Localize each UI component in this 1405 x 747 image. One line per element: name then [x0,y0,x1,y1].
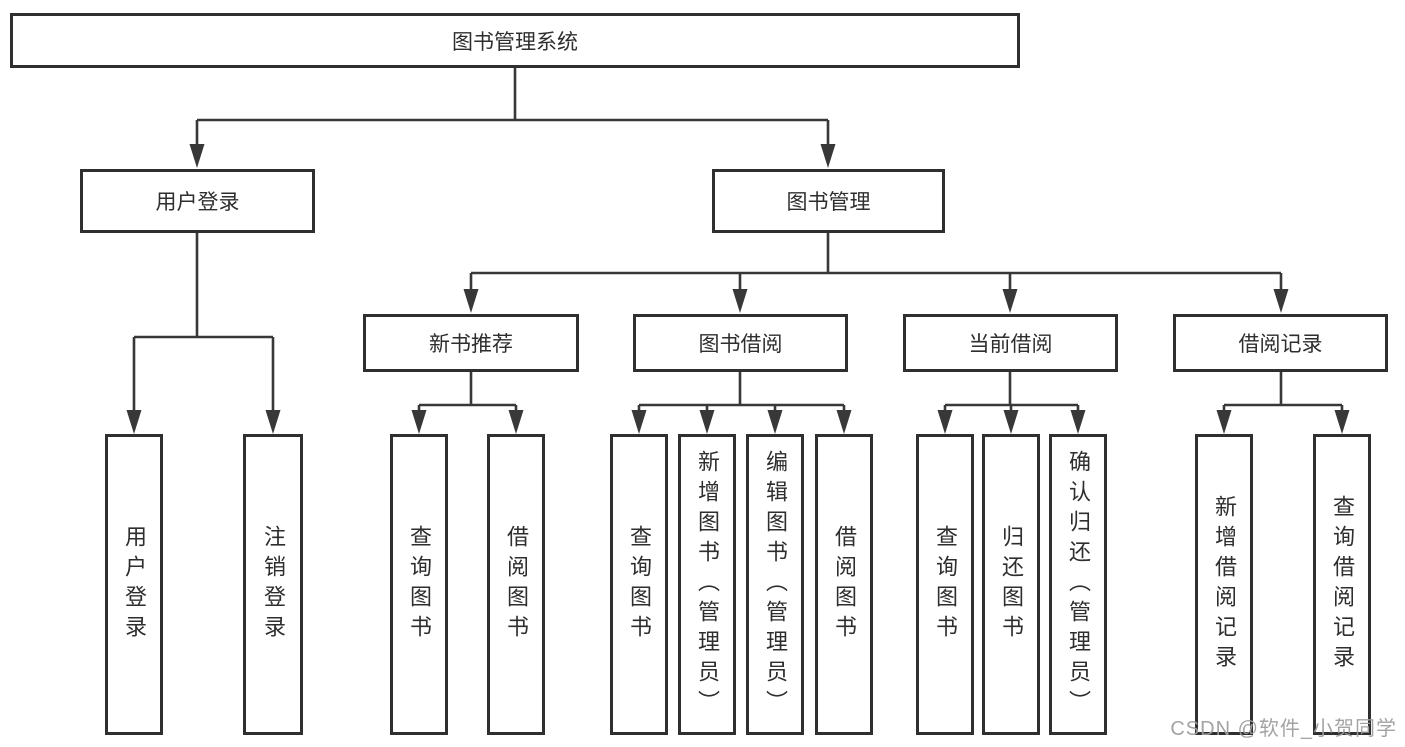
leaf-borrow-books-recommend: 借阅图书 [487,434,545,735]
leaf-logout: 注销登录 [243,434,303,735]
leaf-user-login: 用户登录 [105,434,163,735]
leaf-add-book-admin-label: 新增图书（管理员） [695,449,720,720]
leaf-add-book-admin: 新增图书（管理员） [678,434,736,735]
leaf-query-books-borrowing-label: 查询图书 [627,524,652,645]
leaf-return-book: 归还图书 [982,434,1040,735]
leaf-query-borrow-record-label: 查询借阅记录 [1330,494,1355,675]
leaf-logout-label: 注销登录 [261,524,286,645]
leaf-confirm-return-admin-label: 确认归还（管理员） [1066,449,1091,720]
leaf-borrow-books-borrowing: 借阅图书 [815,434,873,735]
leaf-query-books-current: 查询图书 [916,434,974,735]
arrowheads [126,144,1350,434]
node-root-system: 图书管理系统 [10,13,1020,68]
leaf-add-borrow-record: 新增借阅记录 [1195,434,1253,735]
leaf-return-book-label: 归还图书 [999,524,1024,645]
node-book-management: 图书管理 [712,169,945,233]
node-borrowing-records: 借阅记录 [1173,314,1388,372]
leaf-edit-book-admin: 编辑图书（管理员） [746,434,804,735]
leaf-query-books-recommend: 查询图书 [390,434,448,735]
leaf-query-books-current-label: 查询图书 [933,524,958,645]
leaf-query-borrow-record: 查询借阅记录 [1313,434,1371,735]
node-new-book-recommend: 新书推荐 [363,314,579,372]
leaf-add-borrow-record-label: 新增借阅记录 [1212,494,1237,675]
leaf-query-books-borrowing: 查询图书 [610,434,668,735]
leaf-borrow-books-recommend-label: 借阅图书 [504,524,529,645]
leaf-query-books-recommend-label: 查询图书 [407,524,432,645]
node-current-borrowing: 当前借阅 [903,314,1118,372]
leaf-edit-book-admin-label: 编辑图书（管理员） [763,449,788,720]
node-book-borrowing: 图书借阅 [633,314,848,372]
leaf-borrow-books-borrowing-label: 借阅图书 [832,524,857,645]
leaf-confirm-return-admin: 确认归还（管理员） [1049,434,1107,735]
leaf-user-login-label: 用户登录 [122,524,147,645]
node-user-login: 用户登录 [80,169,315,233]
